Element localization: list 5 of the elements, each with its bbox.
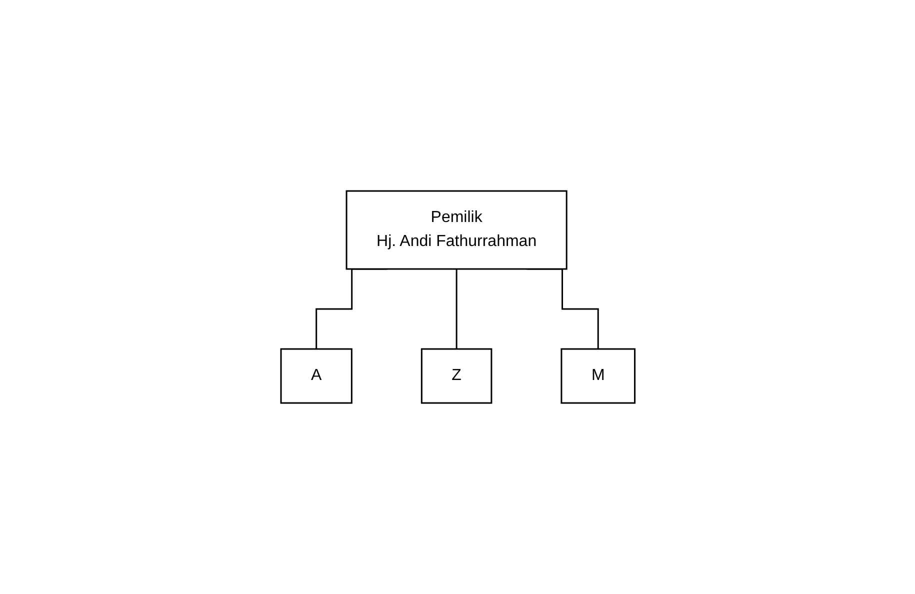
connector xyxy=(455,268,457,350)
node-box: A xyxy=(280,348,352,404)
node-box: Z xyxy=(420,348,492,404)
node-box: Pemilik Hj. Andi Fathurrahman xyxy=(345,190,567,270)
node-box: M xyxy=(560,348,636,404)
